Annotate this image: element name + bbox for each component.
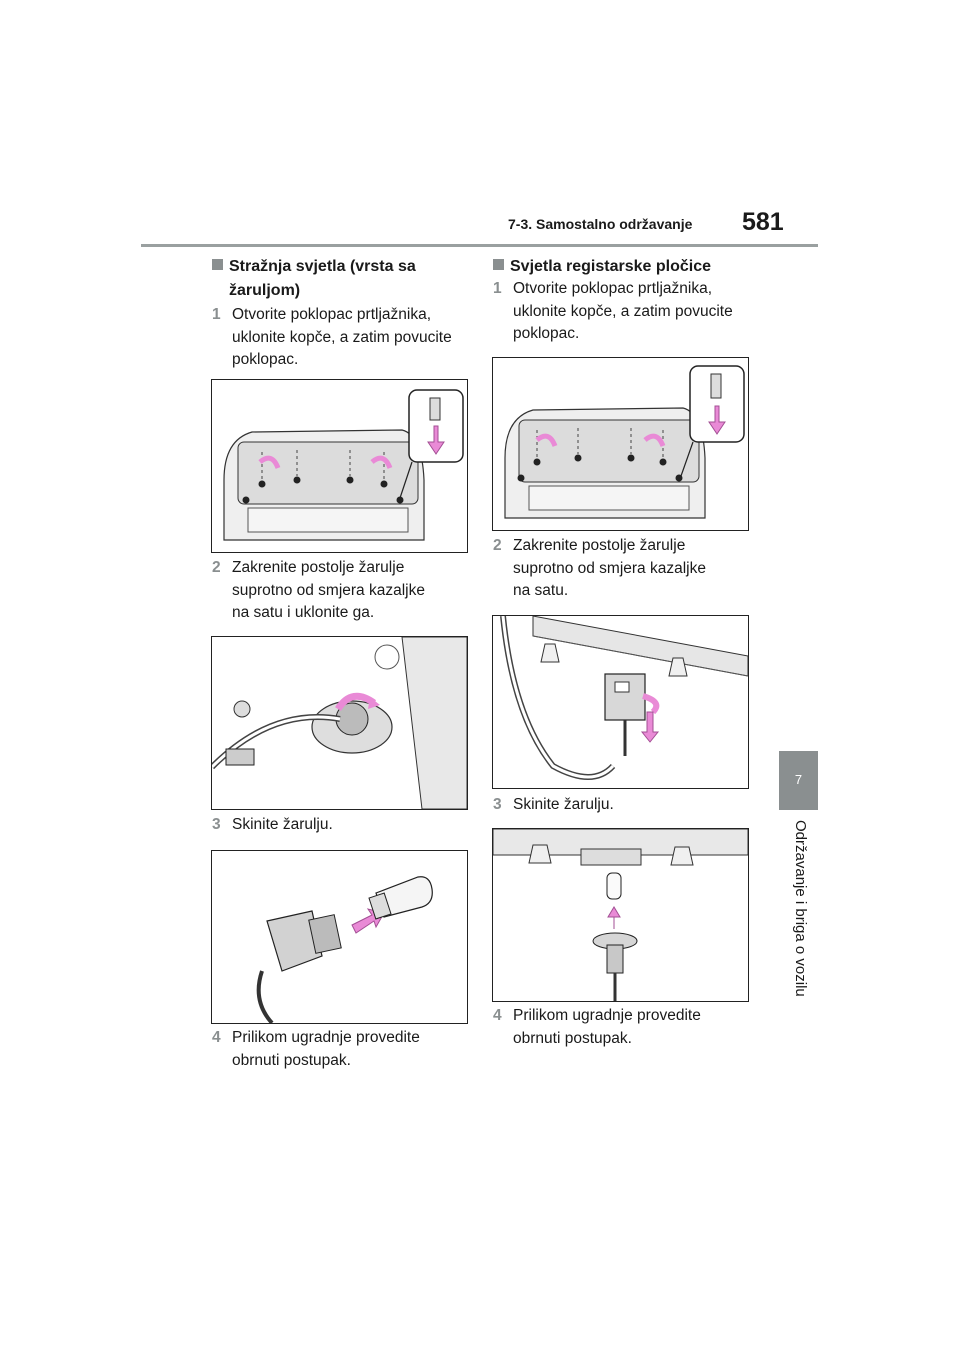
bullet-square-icon — [493, 259, 504, 270]
right-step-2: 2 Zakrenite postolje žarulje suprotno od… — [493, 537, 706, 599]
figure-trunk-lid-taillight — [211, 379, 468, 553]
section-title: 7-3. Samostalno održavanje — [508, 216, 693, 232]
figure-socket-rotate — [211, 636, 468, 810]
page-number: 581 — [742, 208, 784, 236]
bullet-square-icon — [212, 259, 223, 270]
left-step-3: 3 Skinite žarulju. — [212, 816, 333, 833]
right-step-3: 3 Skinite žarulju. — [493, 796, 614, 813]
chapter-number: 7 — [794, 772, 803, 787]
left-step-1: 1 Otvorite poklopac prtljažnika, uklonit… — [212, 306, 452, 368]
right-step-4: 4 Prilikom ugradnje provedite obrnuti po… — [493, 1007, 701, 1047]
figure-trunk-lid-plate — [492, 357, 749, 531]
figure-plate-bulb-remove — [492, 828, 749, 1002]
right-step-1: 1 Otvorite poklopac prtljažnika, uklonit… — [493, 280, 733, 342]
chapter-title: Održavanje i briga o vozilu — [792, 820, 809, 997]
figure-bulb-remove — [211, 850, 468, 1024]
left-step-4: 4 Prilikom ugradnje provedite obrnuti po… — [212, 1029, 420, 1069]
left-step-2: 2 Zakrenite postolje žarulje suprotno od… — [212, 559, 425, 621]
left-heading: Stražnja svjetla (vrsta sa — [212, 254, 416, 279]
chapter-tab — [779, 751, 818, 810]
header-divider — [141, 244, 818, 247]
figure-plate-socket-rotate — [492, 615, 749, 789]
right-heading: Svjetla registarske pločice — [493, 254, 711, 279]
left-heading-line2: žaruljom) — [229, 282, 301, 299]
